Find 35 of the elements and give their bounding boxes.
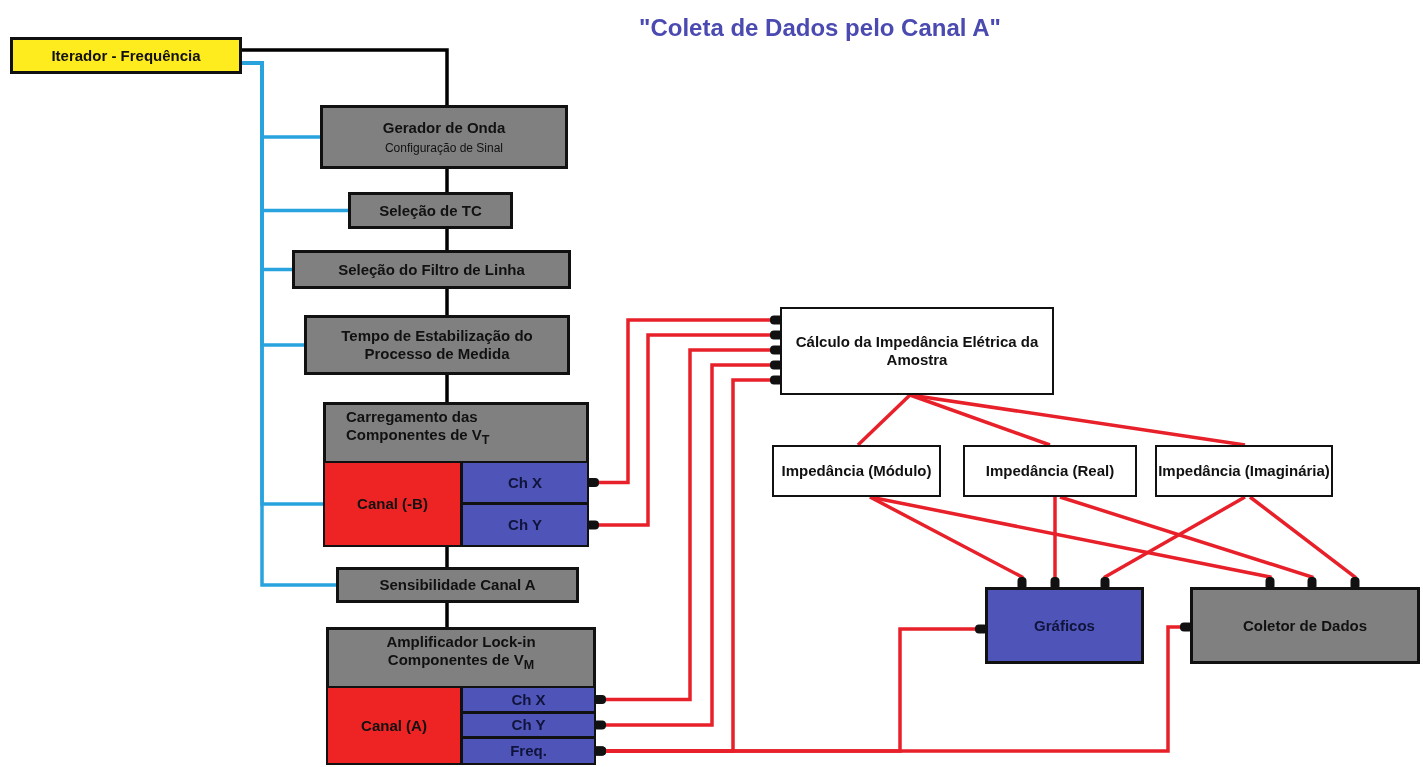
process-box: Seleção de TC bbox=[348, 192, 513, 229]
connector-line bbox=[909, 393, 1246, 447]
process-box: Impedância (Módulo) bbox=[772, 445, 941, 497]
connector-line bbox=[445, 229, 449, 250]
panel-heading: Amplificador Lock-in Componentes de V$_{M}$ bbox=[385, 633, 537, 673]
panel-heading: Carregamento das Componentes de V$_{T}$ bbox=[345, 408, 491, 448]
process-box: Coletor de Dados bbox=[1190, 587, 1420, 664]
output-port-box: Ch Y bbox=[461, 712, 596, 738]
output-port-box: Ch Y bbox=[461, 503, 589, 547]
module-panel bbox=[326, 627, 596, 765]
module-panel bbox=[323, 402, 589, 547]
output-port-box: Freq. bbox=[461, 737, 596, 765]
connector-line bbox=[242, 48, 449, 105]
channel-block: Canal (-B) bbox=[323, 461, 462, 547]
process-box: Impedância (Real) bbox=[963, 445, 1137, 497]
process-box: Sensibilidade Canal A bbox=[336, 567, 579, 603]
connector-line bbox=[445, 169, 449, 192]
process-box: Impedância (Imaginária) bbox=[1155, 445, 1333, 497]
process-box: Iterador - Frequência bbox=[10, 37, 242, 74]
process-box: Tempo de Estabilização do Processo de Medida bbox=[304, 315, 570, 375]
diagram-title: "Coleta de Dados pelo Canal A" bbox=[638, 14, 1002, 42]
connector-line bbox=[445, 289, 449, 315]
connector-line bbox=[445, 547, 449, 567]
subtitle-text: Configuração de Sinal bbox=[384, 140, 504, 156]
output-port-box: Gráficos bbox=[985, 587, 1144, 664]
connector-line bbox=[445, 603, 449, 627]
process-box: Seleção do Filtro de Linha bbox=[292, 250, 571, 289]
connector-line bbox=[445, 375, 449, 402]
output-port-box: Ch X bbox=[461, 686, 596, 713]
channel-block: Canal (A) bbox=[326, 686, 462, 765]
process-box: Cálculo da Impedância Elétrica da Amostra bbox=[780, 307, 1054, 395]
heading-text: Gerador de Onda bbox=[382, 118, 506, 137]
output-port-box: Ch X bbox=[461, 461, 589, 504]
process-box bbox=[320, 105, 568, 169]
connector-line bbox=[856, 393, 912, 447]
